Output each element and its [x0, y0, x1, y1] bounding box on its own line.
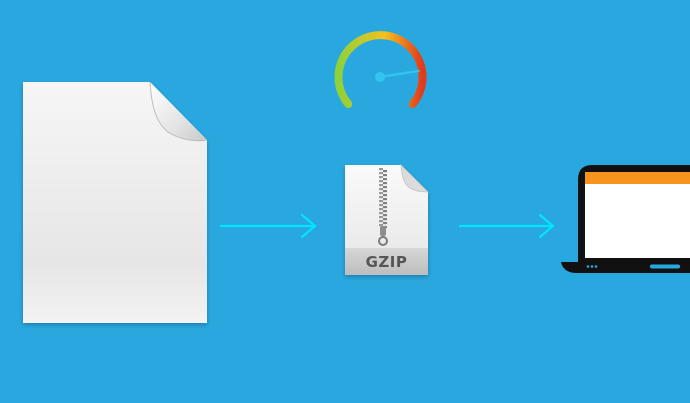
gzip-label: GZIP	[366, 253, 408, 271]
zipper-tooth	[379, 168, 383, 171]
arrow-right-icon	[458, 213, 555, 239]
zipper-tooth	[379, 220, 383, 223]
zipper-tooth	[379, 212, 383, 215]
zipper-tooth	[379, 216, 383, 219]
laptop-titlebar	[585, 172, 690, 184]
zipper-tooth	[379, 184, 383, 187]
zipper-tooth	[383, 174, 387, 177]
zipper-tooth	[383, 198, 387, 201]
zipper-tooth	[379, 172, 383, 175]
zipper-tooth	[383, 214, 387, 217]
zipper-tooth	[383, 178, 387, 181]
zipper-tooth	[383, 202, 387, 205]
zipper-tooth	[379, 224, 383, 227]
zipper-tooth	[383, 190, 387, 193]
zipper-tooth	[383, 182, 387, 185]
laptop-screen	[585, 172, 690, 258]
zipper-tooth	[383, 210, 387, 213]
zipper-tooth	[383, 194, 387, 197]
gzip-archive-icon: GZIP	[345, 163, 429, 275]
document-icon	[23, 81, 208, 323]
arrow-right-icon	[219, 213, 317, 239]
zipper-tooth	[379, 176, 383, 179]
speedometer-icon	[334, 31, 427, 109]
zipper-tooth	[383, 170, 387, 173]
zipper-tooth	[383, 222, 387, 225]
zipper-tooth	[383, 206, 387, 209]
zipper-tooth	[379, 192, 383, 195]
zipper-tooth	[379, 180, 383, 183]
laptop-icon	[561, 165, 690, 273]
zipper-tooth	[379, 204, 383, 207]
zipper-tooth	[379, 200, 383, 203]
zipper-tooth	[379, 196, 383, 199]
zipper-tooth	[383, 186, 387, 189]
zipper-tooth	[383, 218, 387, 221]
zipper-tooth	[379, 188, 383, 191]
zipper-tooth	[379, 208, 383, 211]
